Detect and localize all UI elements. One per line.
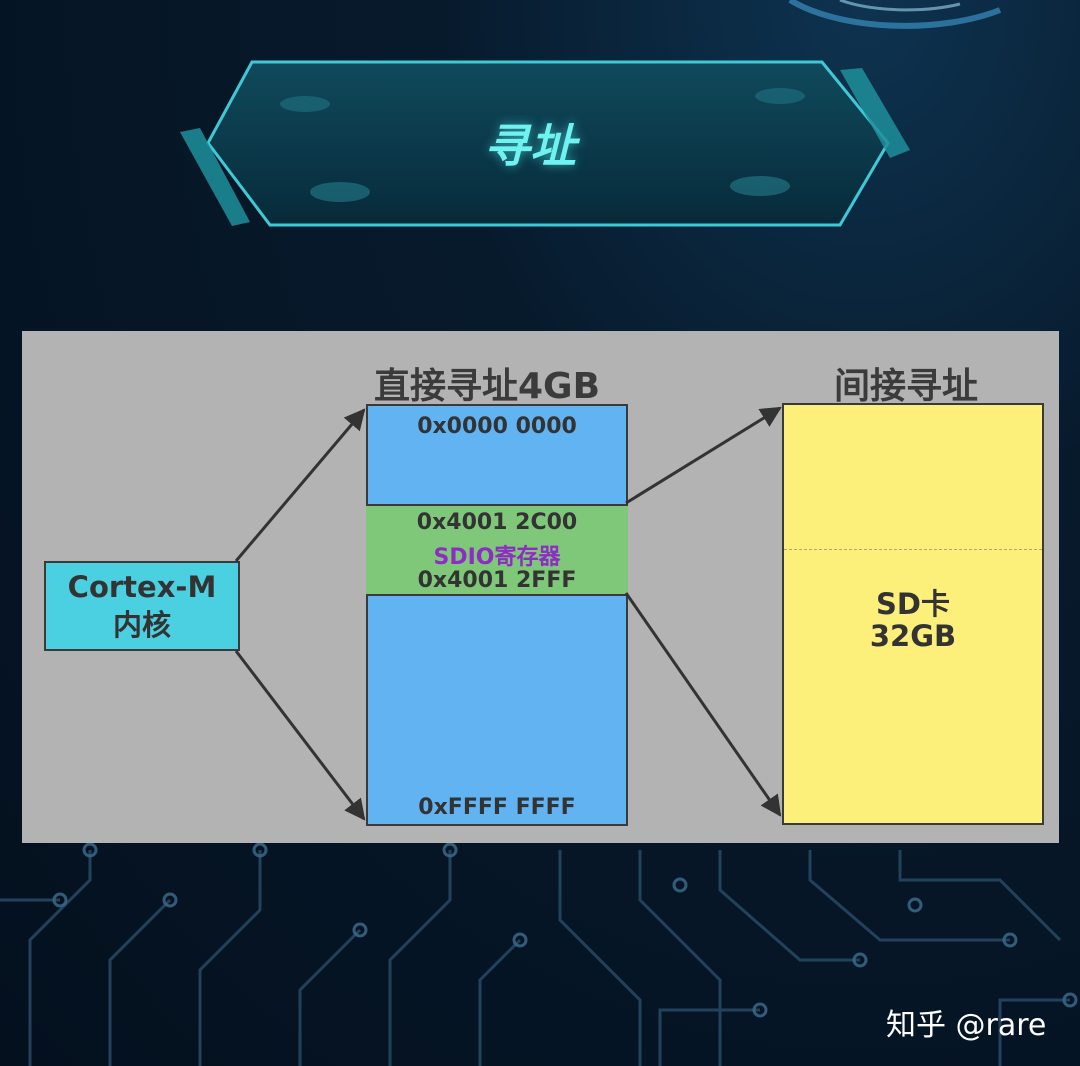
sd-divider	[784, 549, 1042, 550]
sdio-register-region: 0x4001 2C00 SDIO寄存器 0x4001 2FFF	[366, 504, 628, 596]
circuit-pads	[52, 842, 1078, 1018]
core-label-line1: Cortex-M	[67, 570, 217, 604]
arrow-core-to-end	[234, 650, 366, 821]
sd-label-line2: 32GB	[869, 619, 957, 653]
circuit-traces	[0, 850, 1070, 1066]
arrow-register-to-sd-bottom	[624, 592, 782, 817]
register-start-address: 0x4001 2C00	[416, 510, 578, 535]
watermark: 知乎 @rare	[886, 1008, 1047, 1043]
title-banner	[180, 60, 910, 227]
end-address: 0xFFFF FFFF	[418, 795, 576, 820]
sd-card-box: SD卡 32GB	[782, 403, 1044, 825]
glow-ring	[788, 0, 1002, 29]
start-address: 0x0000 0000	[417, 414, 577, 439]
cortex-m-core-box: Cortex-M 内核	[44, 561, 240, 651]
address-space-box: 0x0000 0000 0x4001 2C00 SDIO寄存器 0x4001 2…	[366, 404, 628, 826]
diagram-arrows	[234, 406, 782, 821]
core-label-line2: 内核	[112, 608, 171, 642]
indirect-addressing-heading: 间接寻址	[834, 366, 979, 407]
direct-addressing-heading: 直接寻址4GB	[374, 366, 601, 407]
page-title: 寻址	[484, 119, 576, 173]
sd-label-line1: SD卡	[876, 587, 950, 621]
register-end-address: 0x4001 2FFF	[417, 568, 577, 593]
register-name: SDIO寄存器	[433, 545, 561, 570]
addressing-diagram: 直接寻址4GB 间接寻址 Cortex-M 内核 0x0000 0000 0x4…	[22, 331, 1059, 843]
arrow-core-to-start	[234, 408, 366, 562]
arrow-register-to-sd-top	[625, 406, 782, 505]
